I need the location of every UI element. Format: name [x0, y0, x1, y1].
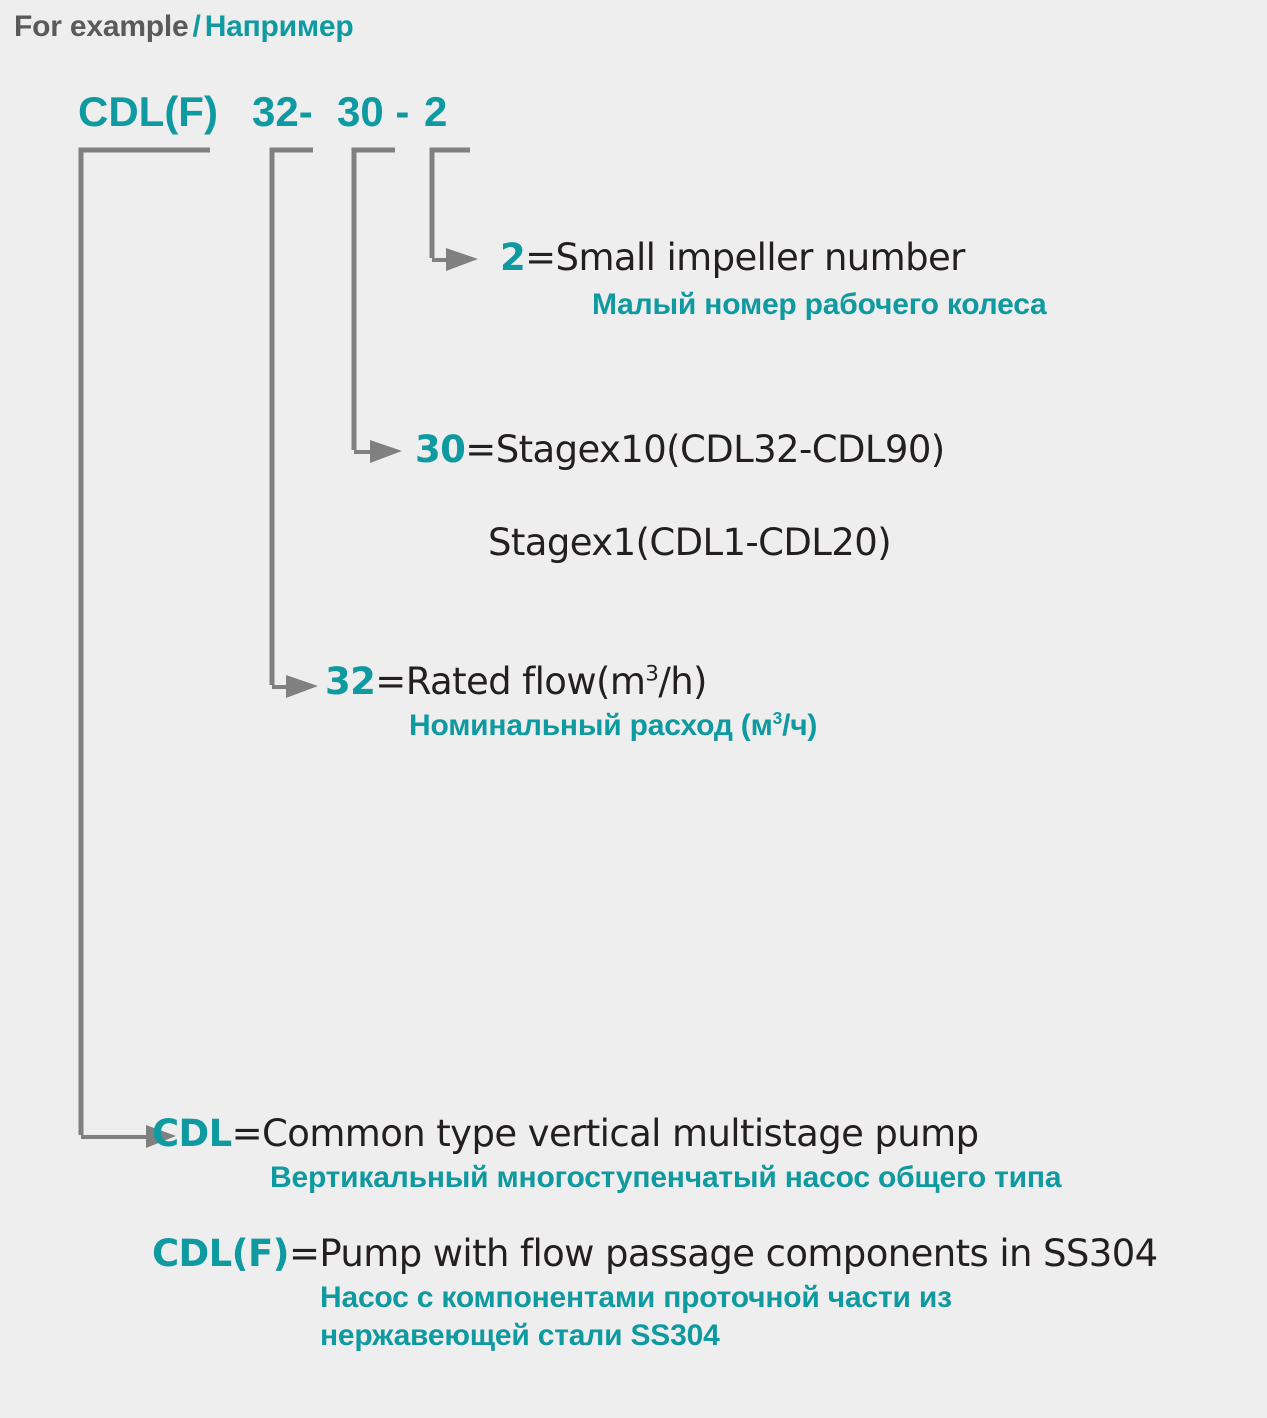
- callout-stage-english: 30=Stagex10(CDL32-CDL90): [415, 428, 945, 471]
- title-russian: Например: [204, 10, 354, 43]
- callout-flow-superscript: 3: [645, 661, 659, 687]
- callout-flow-english: 32=Rated flow(m3/h): [325, 660, 817, 703]
- callout-impeller-english: 2=Small impeller number: [500, 236, 1047, 279]
- callout-flow-key: 32: [325, 660, 376, 703]
- leader-flow: [269, 147, 313, 685]
- title-english: For example: [14, 10, 189, 43]
- callout-cdlf-english: CDL(F)=Pump with flow passage components…: [152, 1232, 1158, 1275]
- callout-impeller-russian: Малый номер рабочего колеса: [592, 288, 1047, 321]
- leader-cdlf: [78, 147, 210, 1135]
- arrowhead-impeller: [432, 248, 478, 271]
- callout-flow-desc-prefix: =Rated flow(m: [375, 660, 646, 703]
- callout-impeller-desc: =Small impeller number: [525, 236, 965, 279]
- callout-cdl: CDL=Common type vertical multistage pump…: [152, 1112, 1062, 1195]
- callout-flow-russian-superscript: 3: [772, 708, 783, 728]
- callout-flow-desc-suffix: /h): [658, 660, 707, 703]
- callout-cdlf: CDL(F)=Pump with flow passage components…: [152, 1232, 1158, 1353]
- callout-cdl-key: CDL: [152, 1112, 232, 1155]
- arrowhead-flow: [272, 675, 318, 698]
- callout-stage: 30=Stagex10(CDL32-CDL90) Stagex1(CDL1-CD…: [415, 428, 945, 564]
- callout-flow-russian: Номинальный расход (м3/ч): [409, 709, 817, 743]
- leader-stage: [351, 147, 395, 450]
- callout-impeller: 2=Small impeller number Малый номер рабо…: [500, 236, 1047, 322]
- callout-flow: 32=Rated flow(m3/h) Номинальный расход (…: [325, 660, 817, 743]
- model-code-stage: 30 -: [337, 88, 410, 135]
- callout-flow-russian-suffix: /ч): [782, 709, 818, 742]
- callout-cdl-desc: =Common type vertical multistage pump: [231, 1112, 979, 1155]
- model-code-impeller: 2: [424, 88, 448, 135]
- callout-cdlf-russian: Насос с компонентами проточной части из: [320, 1281, 952, 1314]
- callout-cdl-english: CDL=Common type vertical multistage pump: [152, 1112, 1061, 1155]
- callout-cdlf-russian-line2: нержавеющей стали SS304: [320, 1319, 720, 1352]
- callout-impeller-key: 2: [500, 236, 526, 279]
- callout-cdl-russian: Вертикальный многоступенчатый насос обще…: [270, 1161, 1062, 1194]
- callout-stage-key: 30: [415, 428, 466, 471]
- title-separator: /: [192, 10, 201, 43]
- callout-cdlf-desc: =Pump with flow passage components in SS…: [288, 1232, 1158, 1275]
- callout-cdlf-key: CDL(F): [152, 1232, 290, 1275]
- leader-impeller: [429, 147, 470, 258]
- model-code-flow: 32-: [252, 88, 313, 135]
- model-code-type: CDL(F): [78, 88, 218, 135]
- callout-stage-english-line2: Stagex1(CDL1-CDL20): [488, 521, 892, 564]
- callout-flow-russian-prefix: Номинальный расход (м: [409, 709, 773, 742]
- arrowhead-stage: [354, 440, 402, 463]
- page-title: For example/Например: [14, 10, 354, 44]
- callout-stage-desc: =Stagex10(CDL32-CDL90): [465, 428, 945, 471]
